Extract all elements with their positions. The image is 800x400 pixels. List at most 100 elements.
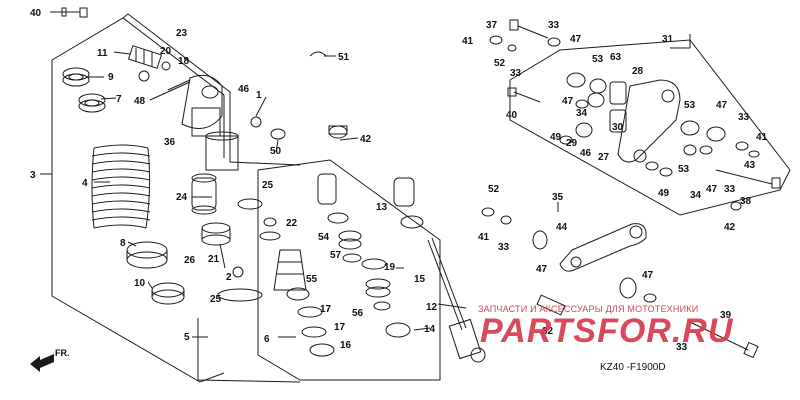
callout-25: 25 — [210, 294, 222, 305]
leader-lines — [40, 11, 691, 338]
bolt-40-left — [58, 7, 88, 18]
callout-51: 51 — [338, 52, 350, 63]
callout-43: 43 — [744, 160, 756, 171]
callout-37: 37 — [486, 20, 498, 31]
callout-15: 15 — [414, 274, 426, 285]
callout-11: 11 — [97, 48, 108, 59]
callout-63: 63 — [610, 52, 622, 63]
callout-47-f: 47 — [642, 270, 654, 281]
callout-6: 6 — [264, 334, 270, 345]
callout-4: 4 — [82, 178, 88, 189]
bump-cone-55 — [273, 249, 307, 291]
callout-17-lower: 17 — [334, 322, 346, 333]
callout-49-b: 49 — [658, 188, 670, 199]
callout-7: 7 — [116, 94, 122, 105]
callout-47-e: 47 — [536, 264, 548, 275]
callout-2: 2 — [226, 272, 232, 283]
callout-33-b: 33 — [510, 68, 522, 79]
callout-47-c: 47 — [716, 100, 728, 111]
callout-50: 50 — [270, 146, 282, 157]
callout-33-d: 33 — [724, 184, 736, 195]
group-outline-middle — [197, 159, 441, 383]
group-outline-right — [509, 39, 791, 216]
callout-36: 36 — [164, 137, 176, 148]
callout-labels: 40 11 20 23 18 9 7 48 3 4 8 10 5 36 46 1… — [30, 8, 768, 353]
callout-19: 19 — [384, 262, 396, 273]
callout-38: 38 — [740, 196, 752, 207]
piston-26 — [201, 222, 231, 269]
callout-35: 35 — [552, 192, 564, 203]
bolt-39 — [689, 321, 759, 359]
watermark-tagline: ЗАПЧАСТИ И АКСЕССУАРЫ ДЛЯ МОТОТЕХНИКИ — [478, 304, 699, 314]
callout-42: 42 — [360, 134, 372, 145]
callout-44: 44 — [556, 222, 568, 233]
damper-body — [149, 74, 239, 171]
bump-rubber-24 — [191, 173, 217, 215]
callout-46-b: 46 — [580, 148, 592, 159]
callout-55: 55 — [306, 274, 318, 285]
callout-34: 34 — [576, 108, 588, 119]
callout-18: 18 — [178, 56, 190, 67]
cushion-arm-31 — [617, 79, 681, 163]
callout-12: 12 — [426, 302, 438, 313]
callout-33-f: 33 — [676, 342, 688, 353]
callout-41: 41 — [462, 36, 474, 47]
spring-seat-8 — [126, 241, 168, 269]
valve-body-13 — [393, 177, 424, 229]
bolt-37 — [509, 19, 561, 47]
callout-33-e: 33 — [498, 242, 510, 253]
callout-25-upper: 25 — [262, 180, 274, 191]
bearing-set-47-53 — [559, 72, 627, 145]
callout-41-b: 41 — [756, 132, 768, 143]
callout-41-c: 41 — [478, 232, 490, 243]
callout-23: 23 — [176, 28, 188, 39]
callout-28: 28 — [632, 66, 644, 77]
callout-22: 22 — [286, 218, 298, 229]
callout-47-b: 47 — [562, 96, 574, 107]
callout-33: 33 — [548, 20, 560, 31]
callout-39: 39 — [720, 310, 732, 321]
callout-24: 24 — [176, 192, 188, 203]
front-arrow-icon — [30, 354, 54, 372]
callout-53-b: 53 — [684, 100, 696, 111]
callout-53-c: 53 — [678, 164, 690, 175]
adjuster-nut-7 — [78, 93, 106, 113]
callout-1: 1 — [256, 90, 262, 101]
callout-46: 46 — [238, 84, 250, 95]
callout-3: 3 — [30, 170, 36, 181]
callout-40-b: 40 — [506, 110, 518, 121]
callout-47-d: 47 — [706, 184, 718, 195]
callout-30: 30 — [612, 122, 624, 133]
callout-8: 8 — [120, 238, 126, 249]
shock-spring — [91, 144, 151, 229]
callout-57: 57 — [330, 250, 342, 261]
callout-42-b: 42 — [724, 222, 736, 233]
callout-27: 27 — [598, 152, 610, 163]
callout-54: 54 — [318, 232, 330, 243]
callout-13: 13 — [376, 202, 388, 213]
connecting-rod-35 — [559, 223, 647, 272]
callout-47: 47 — [570, 34, 582, 45]
callout-14: 14 — [424, 324, 436, 335]
lock-nut-9 — [62, 67, 90, 87]
callout-34-b: 34 — [690, 190, 702, 201]
spool-stack-54 — [259, 173, 362, 263]
spring-stopper-10 — [151, 282, 185, 305]
group-outline-left — [51, 13, 301, 383]
callout-32: 32 — [542, 326, 554, 337]
diagram-code: KZ40 -F1900D — [600, 362, 666, 373]
callout-9: 9 — [108, 72, 114, 83]
nut-42-top — [328, 125, 348, 139]
callout-5: 5 — [184, 332, 190, 343]
callout-21: 21 — [208, 254, 220, 265]
callout-49: 49 — [550, 132, 562, 143]
callout-26: 26 — [184, 255, 196, 266]
callout-52-b: 52 — [488, 184, 500, 195]
callout-10: 10 — [134, 278, 146, 289]
reservoir-11 — [127, 45, 163, 69]
callout-16: 16 — [340, 340, 352, 351]
callout-40: 40 — [30, 8, 42, 19]
callout-33-c: 33 — [738, 112, 750, 123]
callout-17: 17 — [320, 304, 332, 315]
